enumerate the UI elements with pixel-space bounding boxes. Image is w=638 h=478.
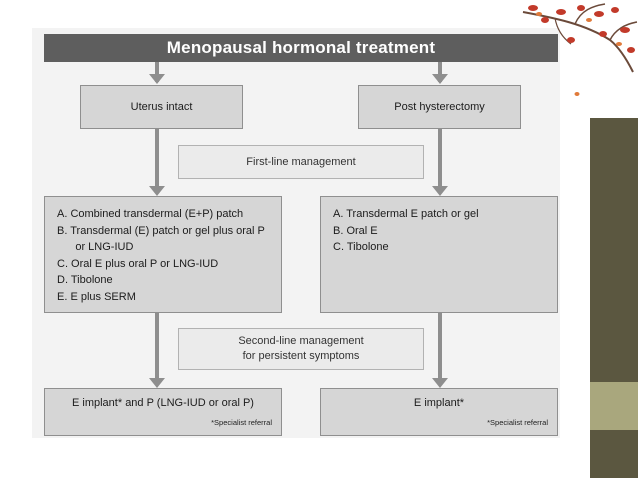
left-option: D. Tibolone: [57, 274, 113, 286]
right-options-box: A. Transdermal E patch or gel B. Oral E …: [320, 196, 558, 313]
post-hysterectomy-label: Post hysterectomy: [394, 101, 485, 113]
second-line-label-1: Second-line management: [238, 335, 364, 347]
left-final-label: E implant* and P (LNG-IUD or oral P): [72, 397, 254, 409]
side-decoration-accent: [590, 382, 638, 430]
right-final-box: E implant* *Specialist referral: [320, 388, 558, 436]
left-options-box: A. Combined transdermal (E+P) patch B. T…: [44, 196, 282, 313]
left-option: B. Transdermal (E) patch or gel plus ora…: [57, 224, 265, 237]
right-option: B. Oral E: [333, 224, 378, 237]
left-option: A. Combined transdermal (E+P) patch: [57, 208, 244, 220]
diagram-title: Menopausal hormonal treatment: [44, 34, 558, 62]
first-line-label: First-line management: [246, 156, 356, 168]
left-option: E. E plus SERM: [57, 290, 136, 303]
right-final-label: E implant*: [413, 397, 465, 409]
decorative-branch-icon: [522, 3, 638, 96]
second-line-box: Second-line management for persistent sy…: [178, 328, 424, 370]
right-option: C. Tibolone: [333, 241, 389, 253]
left-final-box: E implant* and P (LNG-IUD or oral P) *Sp…: [44, 388, 282, 436]
uterus-intact-label: Uterus intact: [130, 101, 193, 113]
left-option: C. Oral E plus oral P or LNG-IUD: [57, 257, 219, 270]
post-hysterectomy-box: Post hysterectomy: [358, 85, 521, 129]
second-line-label-2: for persistent symptoms: [242, 350, 360, 362]
left-referral-note: *Specialist referral: [211, 418, 272, 427]
right-option: A. Transdermal E patch or gel: [333, 208, 479, 220]
uterus-intact-box: Uterus intact: [80, 85, 243, 129]
left-option: or LNG-IUD: [57, 241, 134, 253]
first-line-box: First-line management: [178, 145, 424, 179]
right-referral-note: *Specialist referral: [487, 418, 548, 427]
